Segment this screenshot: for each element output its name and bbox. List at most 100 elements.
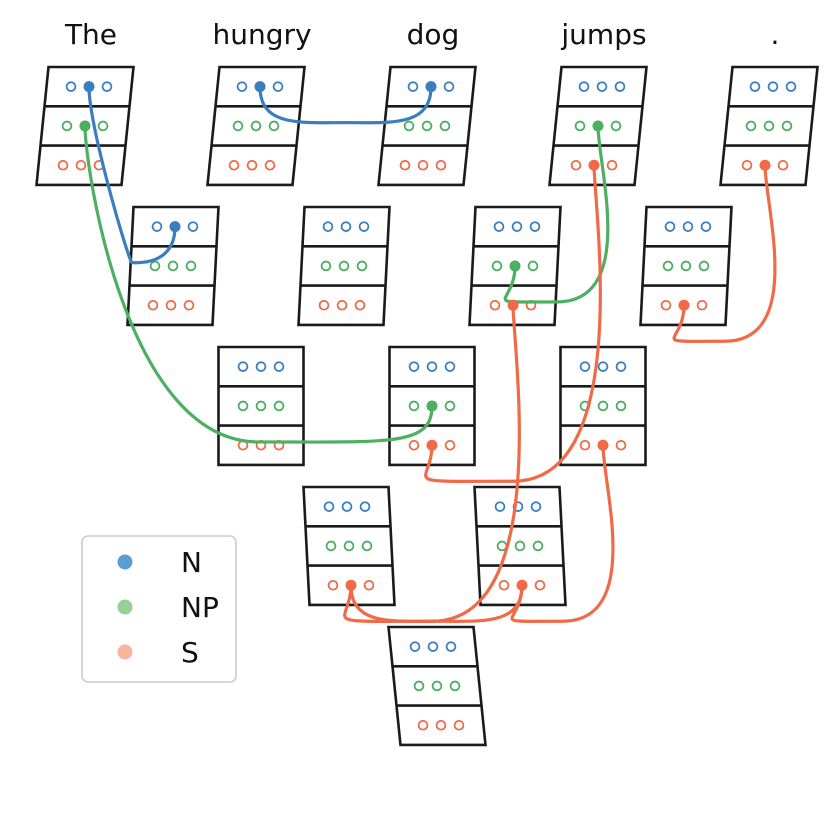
chart-cell <box>126 205 220 327</box>
word-label-3: jumps <box>560 18 646 51</box>
chart-cell <box>559 345 647 467</box>
derivation-point-np <box>592 120 604 132</box>
category-slot-s <box>57 159 69 171</box>
category-slot-s <box>435 719 447 731</box>
derivation-edge-s <box>510 443 615 623</box>
chart-cell <box>387 625 487 747</box>
category-slot-np <box>268 120 280 132</box>
category-slot-np <box>185 260 197 272</box>
category-slot-np <box>662 260 674 272</box>
category-slot-s <box>417 719 429 731</box>
derivation-point-s <box>507 299 519 311</box>
category-slot-np <box>338 260 350 272</box>
category-slot-n <box>615 361 627 372</box>
category-slot-s <box>147 299 159 311</box>
chart-cell <box>377 65 477 187</box>
category-slot-n <box>255 361 267 372</box>
category-slot-np <box>745 120 757 132</box>
derivation-point-s <box>588 159 600 171</box>
category-slot-n <box>427 641 439 652</box>
category-slot-n <box>359 501 371 512</box>
category-slot-s <box>354 299 366 311</box>
derivation-point-n <box>254 81 266 93</box>
category-slot-s <box>696 299 708 311</box>
category-slot-n <box>101 81 113 92</box>
category-slot-n <box>767 81 779 92</box>
category-slot-n <box>340 221 352 232</box>
derivation-edge-n <box>258 85 433 125</box>
category-slot-np <box>698 260 710 272</box>
legend-label-s: S <box>181 636 199 669</box>
derivation-point-n <box>425 81 437 93</box>
legend-label-np: NP <box>181 591 219 624</box>
category-slot-s <box>264 159 276 171</box>
category-slot-n <box>273 361 285 372</box>
category-slot-s <box>570 159 582 171</box>
category-slot-n <box>151 221 163 232</box>
category-slot-n <box>443 81 455 92</box>
category-slot-n <box>597 361 609 372</box>
category-slot-n <box>187 221 199 232</box>
legend-label-n: N <box>181 546 202 579</box>
category-slot-np <box>532 540 544 552</box>
word-label-4: . <box>771 18 780 51</box>
category-slot-np <box>781 120 793 132</box>
category-slot-s <box>246 159 258 171</box>
category-slot-np <box>449 680 461 692</box>
category-slot-np <box>491 260 503 272</box>
category-slot-s <box>498 579 510 591</box>
category-slot-s <box>660 299 672 311</box>
category-slot-np <box>615 400 627 412</box>
category-slot-np <box>413 680 425 692</box>
category-slot-n <box>494 501 506 512</box>
category-slot-n <box>426 361 438 372</box>
category-slot-n <box>785 81 797 92</box>
category-slot-n <box>65 81 77 92</box>
category-slot-s <box>435 159 447 171</box>
category-slot-np <box>431 680 443 692</box>
word-label-1: hungry <box>212 18 311 51</box>
category-slot-n <box>596 81 608 92</box>
category-slot-n <box>664 221 676 232</box>
category-slot-n <box>511 221 523 232</box>
chart-cell <box>719 65 819 187</box>
category-slot-n <box>749 81 761 92</box>
category-slot-n <box>341 501 353 512</box>
category-slot-s <box>399 159 411 171</box>
category-slot-s <box>444 439 456 451</box>
derivation-point-n <box>83 81 95 93</box>
category-slot-n <box>272 81 284 92</box>
category-slot-s <box>363 579 375 591</box>
category-slot-np <box>574 120 586 132</box>
category-slot-n <box>407 81 419 92</box>
category-slot-np <box>356 260 368 272</box>
derivation-point-np <box>426 400 438 412</box>
category-slot-np <box>273 400 285 412</box>
category-slot-np <box>361 540 373 552</box>
category-slot-n <box>700 221 712 232</box>
category-slot-np <box>232 120 244 132</box>
derivation-edge-s <box>349 583 524 623</box>
category-slot-n <box>445 641 457 652</box>
category-slot-s <box>228 159 240 171</box>
category-slot-np <box>514 540 526 552</box>
category-slot-n <box>579 361 591 372</box>
derivation-edge-s <box>343 303 521 623</box>
category-slot-s <box>165 299 177 311</box>
category-slot-s <box>327 579 339 591</box>
category-slot-s <box>777 159 789 171</box>
derivation-point-s <box>426 439 438 451</box>
category-slot-np <box>444 400 456 412</box>
category-slot-n <box>322 221 334 232</box>
derivation-point-s <box>597 439 609 451</box>
category-slot-np <box>320 260 332 272</box>
category-slot-s <box>453 719 465 731</box>
category-slot-np <box>763 120 775 132</box>
category-slot-n <box>493 221 505 232</box>
category-slot-np <box>237 400 249 412</box>
category-slot-s <box>579 439 591 451</box>
word-label-2: dog <box>407 18 460 51</box>
category-slot-np <box>439 120 451 132</box>
